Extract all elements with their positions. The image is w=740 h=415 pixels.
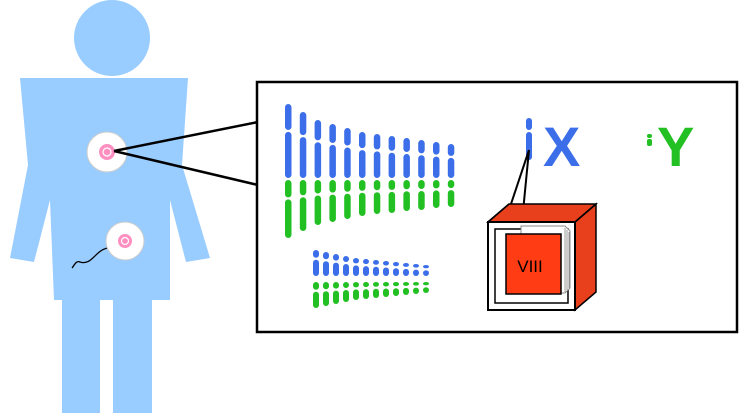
chromosome-icon xyxy=(329,180,336,222)
book-volume-label: VIII xyxy=(517,257,543,276)
chromosome-icon xyxy=(344,180,351,219)
chromosome-icon xyxy=(373,134,381,178)
chromosome-icon xyxy=(418,180,425,210)
chromosome-icon xyxy=(313,250,319,276)
chromosome-icon xyxy=(433,142,440,178)
paternal-chromosomes-large xyxy=(285,180,455,238)
maternal-chromosomes-small xyxy=(313,250,429,276)
chromosome-icon xyxy=(433,180,440,208)
paternal-chromosomes-small xyxy=(313,282,429,308)
chromosome-icon xyxy=(393,282,399,296)
chromosome-icon xyxy=(403,263,409,276)
chromosome-icon xyxy=(403,282,409,295)
x-chromosome-label: X xyxy=(543,115,580,178)
chromosome-icon xyxy=(363,259,369,276)
chromosome-icon xyxy=(373,282,379,298)
chromosome-icon xyxy=(373,180,381,214)
chromosome-icon xyxy=(314,180,322,225)
chromosome-icon xyxy=(373,260,379,276)
chromosome-icon xyxy=(413,282,419,294)
chromosome-icon xyxy=(285,104,292,178)
chromosome-icon xyxy=(447,180,455,207)
chromosome-icon xyxy=(344,128,351,178)
chromosome-icon xyxy=(359,132,366,178)
chromosome-icon xyxy=(383,261,389,276)
chromosome-icon xyxy=(423,265,429,276)
chromosome-icon xyxy=(314,120,322,178)
maternal-chromosomes-large xyxy=(285,104,455,178)
chromosome-icon xyxy=(393,262,399,276)
cell-icon xyxy=(86,131,128,173)
chromosome-icon xyxy=(359,180,366,216)
chromosome-icon xyxy=(383,282,389,297)
chromosome-icon xyxy=(323,282,329,306)
y-chromosome-label: Y xyxy=(657,115,694,178)
chromosome-icon xyxy=(353,258,359,276)
human-figure-icon xyxy=(10,0,210,413)
chromosome-icon xyxy=(363,282,369,299)
chromosome-icon xyxy=(343,282,349,302)
chromosome-icon xyxy=(418,140,425,178)
chromosome-icon xyxy=(299,112,307,178)
chromosome-icon xyxy=(343,256,349,276)
chromosome-icon xyxy=(447,144,455,178)
chromosome-icon xyxy=(423,282,429,293)
y-chromosome-icon xyxy=(647,134,652,146)
chromosome-icon xyxy=(333,282,339,304)
book-icon xyxy=(505,225,571,295)
chromosome-icon xyxy=(313,282,319,308)
chromosome-icon xyxy=(403,138,410,178)
chromosome-icon xyxy=(403,180,410,211)
chromosome-icon xyxy=(388,180,396,213)
sperm-cell-icon xyxy=(71,221,145,269)
chromosome-icon xyxy=(329,124,336,178)
chromosome-icon xyxy=(388,136,396,178)
chromosome-icon xyxy=(353,282,359,300)
chromosome-icon xyxy=(323,252,329,276)
chromosome-icon xyxy=(299,180,307,231)
chromosome-icon xyxy=(285,180,292,238)
chromosome-icon xyxy=(413,264,419,276)
chromosome-icon xyxy=(333,254,339,276)
zoom-lines xyxy=(113,120,259,187)
